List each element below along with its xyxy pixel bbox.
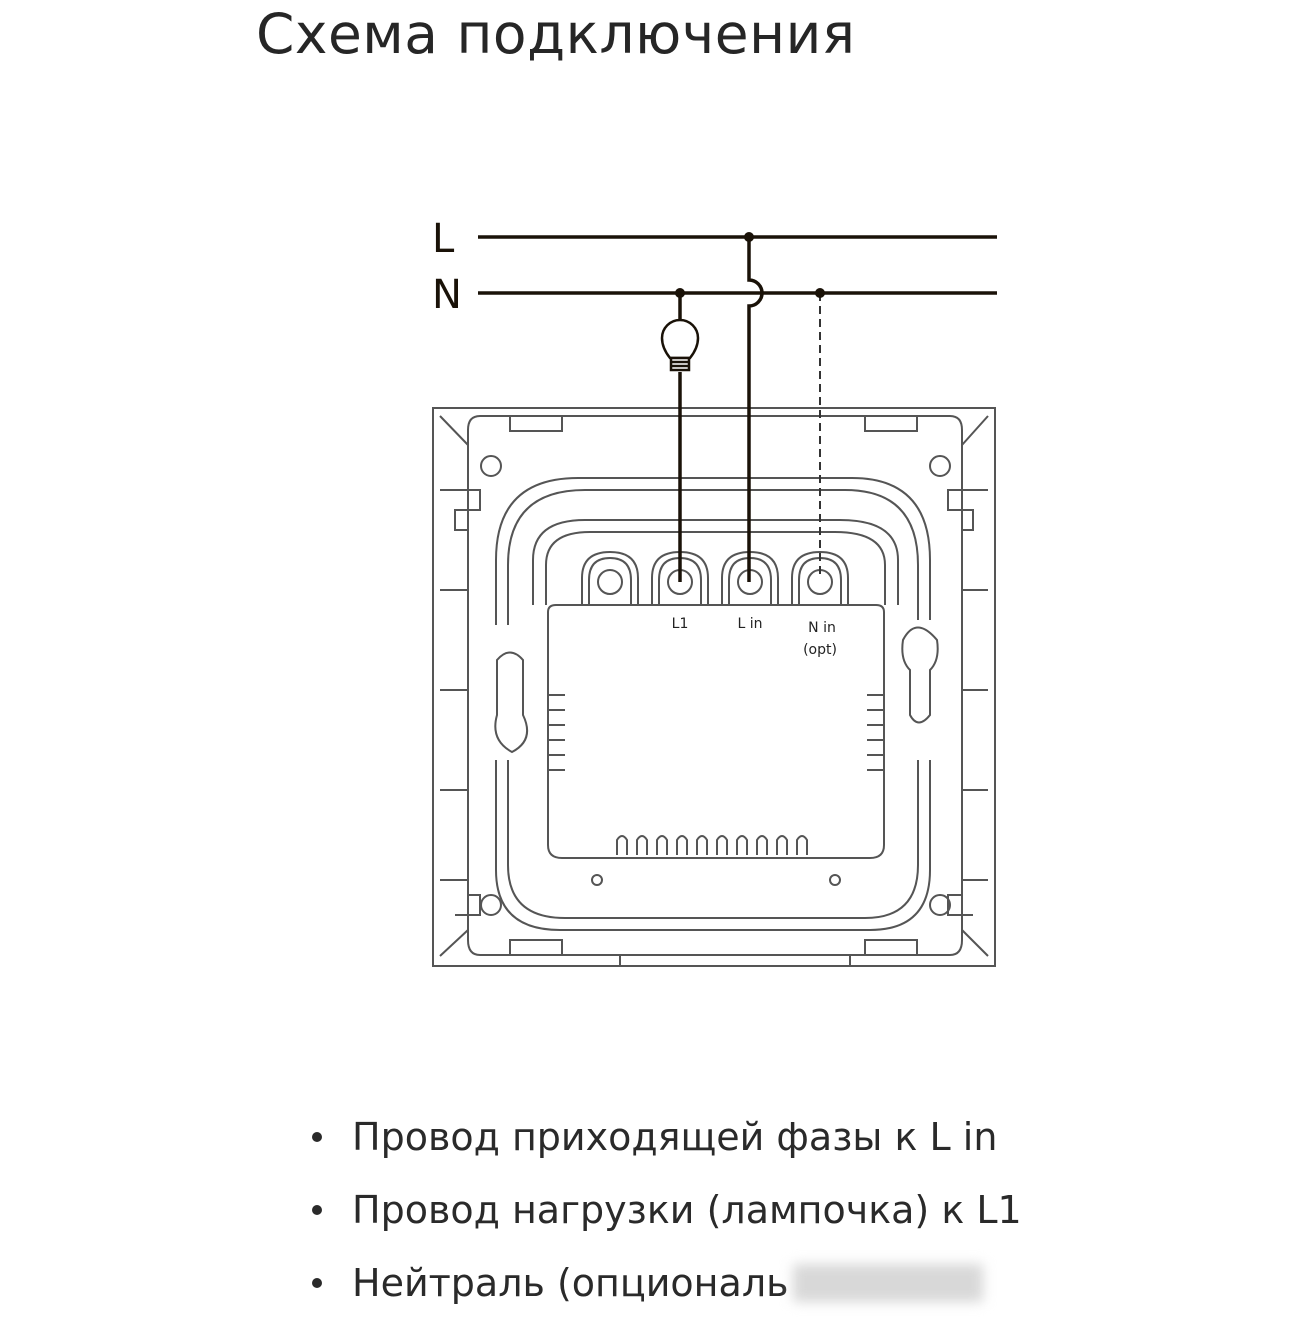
- page-title: Схема подключения: [256, 2, 856, 66]
- terminal-label-n-in-note: (opt): [803, 642, 837, 658]
- terminal-label-n-in: N in: [808, 620, 836, 636]
- instructions-list: Провод приходящей фазы к L in Провод наг…: [312, 1100, 1022, 1319]
- list-item: Провод нагрузки (лампочка) к L1: [312, 1173, 1022, 1246]
- module-box: [547, 604, 885, 859]
- terminal-label-l-in: L in: [737, 616, 762, 632]
- blurred-text: [792, 1263, 983, 1302]
- label-L: L: [432, 216, 455, 262]
- wire-L-to-Lin: [747, 237, 764, 582]
- wiring-diagram: L N L1 L in N in (opt): [432, 216, 997, 967]
- terminal-label-l1: L1: [672, 616, 689, 632]
- bullet-icon: [312, 1131, 322, 1142]
- list-item: Провод приходящей фазы к L in: [312, 1100, 1022, 1173]
- list-item: Нейтраль (опциональ: [312, 1246, 1022, 1319]
- bullet-icon: [312, 1204, 322, 1215]
- switch-plate-inner: [467, 415, 963, 956]
- bullet-icon: [312, 1277, 322, 1288]
- label-N: N: [432, 272, 462, 318]
- lightbulb-icon: [660, 318, 700, 372]
